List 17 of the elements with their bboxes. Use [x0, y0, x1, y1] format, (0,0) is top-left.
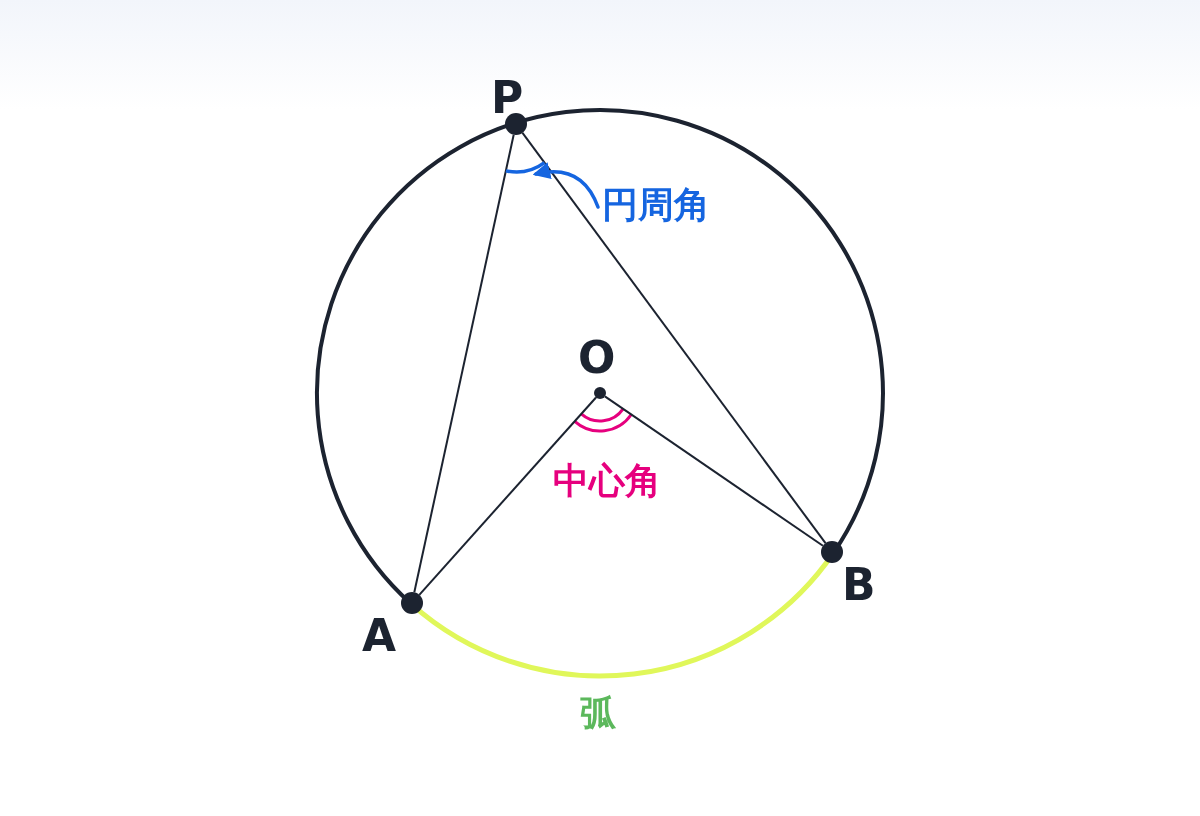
point-dot [821, 541, 843, 563]
angle-label: 円周角 [602, 187, 710, 223]
angle-mark [505, 161, 546, 174]
point-label: P [491, 76, 524, 120]
line-segment [521, 131, 827, 545]
point-dot [505, 113, 527, 135]
leader-arrow [532, 162, 600, 209]
angle-label: 中心角 [553, 463, 661, 499]
line-segment [413, 133, 515, 594]
point-label: A [362, 614, 397, 658]
point-label: B [842, 563, 876, 607]
point-dot [401, 592, 423, 614]
point-label: O [578, 336, 616, 380]
line-segment [418, 396, 597, 596]
point-dot [594, 387, 606, 399]
arc-label: 弧 [580, 695, 616, 731]
line-segment [603, 395, 824, 547]
